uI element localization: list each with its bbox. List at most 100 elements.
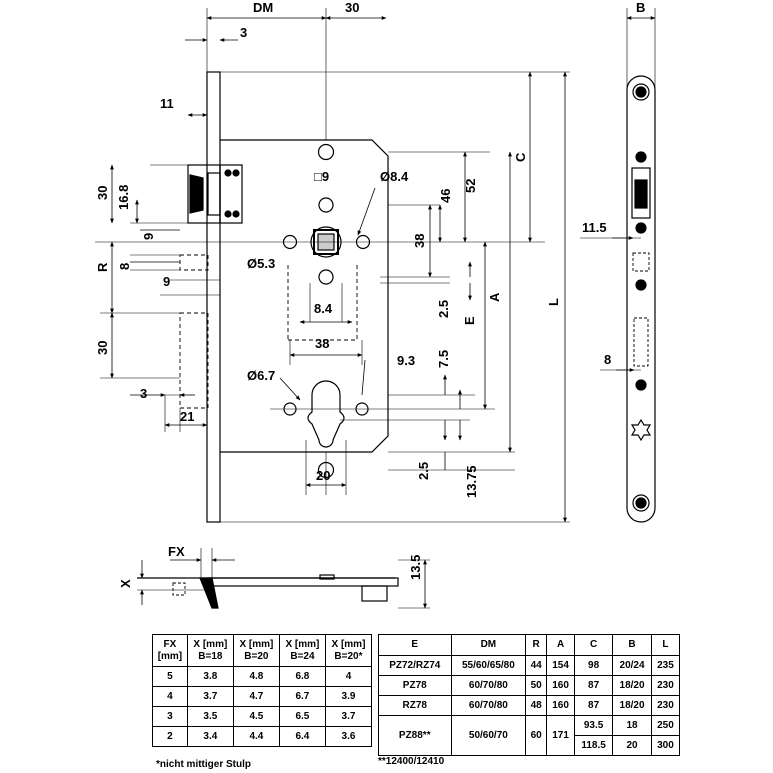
e-th-1: DM: [450, 634, 527, 656]
table-cell: 4.7: [232, 686, 280, 707]
table-cell: 20/24: [612, 655, 652, 676]
table-cell: 230: [650, 675, 681, 696]
table-cell: 154: [546, 655, 576, 676]
table-cell: 4: [152, 686, 188, 707]
faceplate: [206, 71, 221, 523]
fx-table: FX [mm] X [mm] B=18 X [mm] B=20 X [mm] B…: [152, 634, 373, 747]
table-cell: 3.4: [186, 726, 234, 747]
dim-sq-9: □9: [314, 169, 329, 184]
dim-7-5: 7.5: [436, 350, 451, 368]
dim-b: B: [636, 0, 645, 15]
table-cell: 18: [612, 715, 652, 736]
dim-x: X: [118, 579, 133, 588]
table-cell: 5: [152, 666, 188, 687]
table-cell: 18/20: [612, 675, 652, 696]
cylinder-cutout: [307, 380, 345, 448]
dim-3-lower: 3: [140, 386, 147, 401]
table-cell: 3.7: [324, 706, 373, 727]
table-cell: 6.5: [278, 706, 326, 727]
table-cell: 3.7: [186, 686, 234, 707]
dim-l: L: [546, 298, 561, 306]
fx-th-2: X [mm] B=20: [232, 634, 280, 667]
dim-dia-8-4: Ø8.4: [380, 169, 409, 184]
dim-8-4: 8.4: [314, 301, 333, 316]
table-cell: 60/70/80: [450, 675, 527, 696]
dim-11: 11: [160, 96, 174, 111]
table-cell: 18/20: [612, 695, 652, 716]
dim-2-5-a: 2.5: [436, 300, 451, 318]
e-th-6: L: [650, 634, 681, 656]
dim-11-5: 11.5: [582, 220, 607, 235]
table-cell: PZ72/RZ74: [378, 655, 452, 676]
dim-2-5-b: 2.5: [416, 462, 431, 480]
table-cell: 55/60/65/80: [450, 655, 527, 676]
bottom-view: [137, 548, 430, 609]
table-cell: 171: [546, 715, 576, 756]
table-row: 2 3.4 4.4 6.4 3.6: [152, 726, 373, 747]
e-th-3: A: [546, 634, 576, 656]
table-cell: 4.5: [232, 706, 280, 727]
dim-dia-6-7: Ø6.7: [247, 368, 275, 383]
table-row: PZ88** 50/60/70 60 171 93.5 18 250: [378, 715, 681, 756]
dim-fx: FX: [168, 544, 185, 559]
table-cell: 160: [546, 675, 576, 696]
fx-th-4: X [mm] B=20*: [324, 634, 373, 667]
table-cell: 48: [525, 695, 548, 716]
bottom-view-labels: FX X 13.5: [118, 544, 423, 588]
fx-table-footnote: *nicht mittiger Stulp: [156, 759, 251, 770]
dim-dia-5-3: Ø5.3: [247, 256, 275, 271]
table-cell: 4.8: [232, 666, 280, 687]
dim-30-left: 30: [95, 186, 110, 200]
dim-38-h: 38: [315, 336, 329, 351]
dim-8: 8: [117, 263, 132, 270]
dim-30-lower: 30: [95, 341, 110, 355]
table-cell: 4.4: [232, 726, 280, 747]
e-table: E DM R A C B L PZ72/RZ74 55/60/65/80 44 …: [378, 634, 681, 756]
table-row: PZ72/RZ74 55/60/65/80 44 154 98 20/24 23…: [378, 655, 681, 676]
e-th-2: R: [525, 634, 548, 656]
table-cell: 50/60/70: [450, 715, 527, 756]
table-cell: 6.7: [278, 686, 326, 707]
dim-20: 20: [316, 468, 330, 483]
e-table-header: E DM R A C B L: [378, 634, 681, 656]
table-cell: 20: [612, 735, 652, 756]
table-cell: 300: [650, 735, 681, 756]
table-row: RZ78 60/70/80 48 160 87 18/20 230: [378, 695, 681, 716]
table-cell: 3.6: [324, 726, 373, 747]
table-cell: PZ78: [378, 675, 452, 696]
dim-8-side: 8: [604, 352, 611, 367]
lock-case: [220, 139, 389, 453]
table-cell: 230: [650, 695, 681, 716]
e-table-footnote: **12400/12410: [378, 756, 445, 767]
dim-a: A: [487, 292, 502, 302]
table-row: 4 3.7 4.7 6.7 3.9: [152, 686, 373, 707]
table-cell: 2: [152, 726, 188, 747]
dim-38-v: 38: [412, 234, 427, 248]
e-th-4: C: [574, 634, 614, 656]
dim-13-75: 13.75: [464, 465, 479, 498]
front-view-labels: DM 30 3 11 30 16.8 9 R 8 9 30 3 21 □9 Ø8…: [95, 0, 561, 498]
table-cell: 98: [574, 655, 614, 676]
table-cell: 4: [324, 666, 373, 687]
dim-52: 52: [463, 179, 478, 193]
dim-9-b: 9: [163, 274, 170, 289]
screw-top: [632, 83, 650, 101]
table-cell: 50: [525, 675, 548, 696]
dim-dm: DM: [253, 0, 273, 15]
dim-16-8: 16.8: [116, 185, 131, 210]
dim-9-a: 9: [141, 233, 156, 240]
table-cell: 87: [574, 695, 614, 716]
table-row: 3 3.5 4.5 6.5 3.7: [152, 706, 373, 727]
fx-th-3: X [mm] B=24: [278, 634, 326, 667]
dim-9-3: 9.3: [397, 353, 415, 368]
screw-bottom: [632, 494, 650, 512]
side-view: [580, 8, 656, 523]
dim-21: 21: [180, 409, 194, 424]
table-row: 118.5 20 300: [379, 735, 681, 756]
table-cell: 3.9: [324, 686, 373, 707]
table-row: PZ78 60/70/80 50 160 87 18/20 230: [378, 675, 681, 696]
table-cell: 3.8: [186, 666, 234, 687]
table-cell: 60: [525, 715, 548, 756]
dim-46: 46: [438, 189, 453, 203]
front-view: [95, 8, 570, 523]
